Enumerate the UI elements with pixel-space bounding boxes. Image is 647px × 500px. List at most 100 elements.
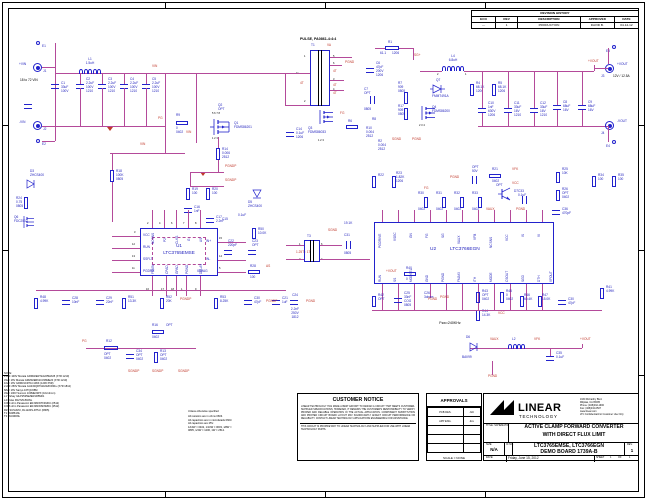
- capacitor-C6: [366, 68, 374, 73]
- wire: [102, 73, 103, 84]
- capacitor-C31: [346, 241, 351, 249]
- ic-U2-pin-is: IS: [521, 233, 525, 237]
- resistor-R2-pkg: 2512: [378, 147, 386, 151]
- net-label-sgnd: SGND: [392, 137, 402, 141]
- resistor-R48: [34, 298, 38, 309]
- wire: [200, 210, 201, 228]
- capacitor-C27-value: OPT: [472, 165, 479, 169]
- resistor-R19-ref: R19: [192, 187, 198, 191]
- zone-tick: [485, 2, 486, 8]
- capacitor-C1: [51, 84, 59, 89]
- wire: [80, 73, 81, 84]
- resistor-R16-pkg: 0402: [152, 335, 160, 339]
- transformer-T3: [304, 240, 320, 262]
- capacitor-C22-ref: C22: [228, 239, 234, 243]
- note-line: 2.2nF 250V Murata GA343QR7GD222KW01L (X7…: [4, 385, 71, 389]
- wire: [550, 348, 551, 356]
- resistor-R53-value: 8.25K: [220, 299, 229, 303]
- resistor-R26-ref: R26: [562, 187, 568, 191]
- transformer-core: [321, 50, 322, 106]
- resistor-R17: [404, 108, 408, 120]
- ic-U2-pin-ss: SS: [393, 277, 397, 282]
- resistor-R25-ref: R25: [562, 167, 568, 171]
- wire: [557, 71, 558, 105]
- diode-D3-ref: D3: [30, 169, 35, 173]
- ic-U1-pin-gpad: GPAD: [175, 265, 179, 274]
- wire: [526, 284, 527, 310]
- ic-U2-pin-pgnd: PGND: [441, 272, 445, 282]
- capacitor-C6-pkg: 1206: [376, 73, 384, 77]
- sheet-caption: SHEET: [596, 456, 605, 459]
- resistor-R10-value: 0.004: [366, 130, 374, 134]
- resistor-R47-ref: R47: [542, 293, 548, 297]
- ic-U1: [140, 228, 218, 276]
- resistor-R50-ref: R50: [258, 227, 264, 231]
- approvals-name: [462, 443, 482, 453]
- resistor-R24-value: 0.75: [16, 200, 23, 204]
- wire: [186, 276, 187, 296]
- net-label-sgndp: SGNDP: [152, 369, 164, 373]
- divider: [484, 423, 638, 424]
- capacitor-C28: [62, 300, 70, 305]
- wire: [526, 210, 527, 222]
- input-voltage-range: 18 to 72 VIN: [20, 78, 38, 82]
- capacitor-C1-value: 33uF: [61, 85, 69, 89]
- resistor-R12-ref: R12: [106, 339, 112, 343]
- note-line: 0.006 ohm Panasonic ERJM1WSF6M0U (2512): [4, 405, 60, 409]
- resistor-R35: [612, 176, 616, 187]
- resistor-R46-value: 60.4K: [524, 297, 533, 301]
- resistor-R32-pkg: 0402: [454, 207, 462, 211]
- wire: [218, 242, 246, 243]
- resistor-R14-ref: R14: [222, 147, 228, 151]
- resistor-R46-ref: R46: [524, 293, 530, 297]
- resistor-R33-ref: R33: [472, 191, 478, 195]
- net-label-pgnd: PGND: [516, 207, 526, 211]
- wire: [594, 68, 608, 69]
- terminal-J1: [33, 63, 42, 72]
- resistor-R30: [424, 197, 428, 208]
- pin-number: 1: [299, 243, 300, 247]
- pin-number: 17: [161, 288, 164, 292]
- capacitor-C25: [394, 298, 402, 303]
- address-line: Milpitas, CA 95035: [580, 401, 600, 405]
- resistor-R12-pkg: 0402: [104, 356, 112, 360]
- capacitor-C22: [224, 250, 232, 255]
- approvals-header: APPROVALS: [427, 394, 481, 407]
- spec-line: 1/16W = 0402, 1/10W = 0603, 1/8W =: [188, 425, 232, 429]
- resistor-R8-ref: R8: [372, 117, 377, 121]
- terminal-E1-label: E1: [42, 44, 46, 48]
- resistor-R34: [592, 176, 596, 187]
- mosfet-Q1-part: FDMS86201: [234, 125, 252, 129]
- notes-block: NOTE: 2.2uF 100V Murata GRM32ER72A225MA3…: [4, 372, 156, 419]
- resistor-R45-pkg: 0402: [506, 297, 514, 301]
- terminal-E3-label: E3: [606, 49, 610, 54]
- spec-line: All capacitors are in microfarads 0603.: [188, 418, 233, 422]
- net-label-pgndp: PGNDP: [266, 299, 278, 303]
- address-line-website[interactable]: www.linear.com: [580, 410, 597, 414]
- resistor-R26: [556, 190, 560, 201]
- wire: [42, 126, 55, 127]
- capacitor-C23-ref: C23: [252, 239, 258, 243]
- resistor-R50: [252, 228, 256, 239]
- transformer-core: [313, 240, 314, 262]
- net-label-pg: PG: [158, 116, 163, 120]
- capacitor-C1-rating: 100V: [61, 89, 69, 93]
- wire: [557, 110, 558, 126]
- date-value: Friday, June 15, 2012: [508, 456, 539, 460]
- resistor-R24-pkg: 0805: [16, 204, 24, 208]
- wire: [55, 126, 165, 127]
- wire: [112, 182, 113, 222]
- wire: [165, 73, 166, 153]
- inductor-L2: [508, 344, 526, 349]
- diode-D1: [430, 84, 446, 94]
- capacitor-C26-value: 3ohms: [424, 295, 434, 299]
- transformer-T3-turns: 1.25T : 1T: [296, 250, 311, 254]
- pin-number: 1: [304, 55, 306, 58]
- resistor-R10-pkg: 2512: [366, 134, 374, 138]
- wire: [330, 57, 352, 58]
- ic-U1-pin-vcc: VCC: [143, 233, 150, 237]
- wire: [146, 73, 147, 84]
- wire: [446, 284, 447, 310]
- transformer-core: [310, 240, 311, 262]
- capacitor-C36: [552, 210, 560, 215]
